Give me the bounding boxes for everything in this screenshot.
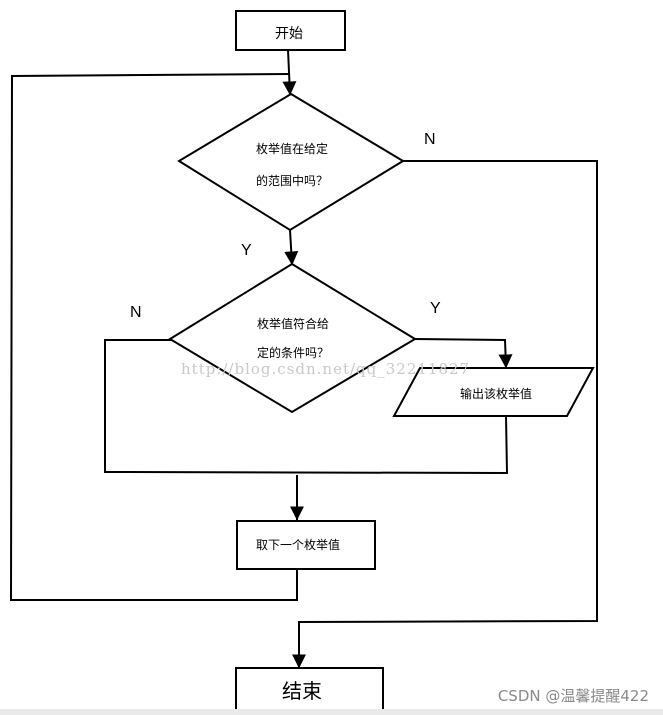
next-node: [236, 520, 376, 570]
watermark-text: http://blog.csdn.net/qq_32211827: [181, 360, 470, 378]
edge-loop-back: [9, 72, 298, 601]
decision1-yes-label: Y: [241, 242, 252, 259]
decision1-label-line2: 的范围中吗？: [256, 173, 328, 188]
decision1-node: [177, 92, 405, 232]
start-node: [235, 10, 346, 51]
credit-text: CSDN @温馨提醒422: [498, 687, 649, 705]
decision2-label-line1: 枚举值符合给: [257, 316, 329, 331]
end-label: 结束: [282, 679, 322, 703]
next-label: 取下一个枚举值: [256, 537, 340, 552]
end-node: [235, 667, 384, 712]
decision1-no-label: N: [424, 131, 436, 148]
decision2-yes-label: Y: [430, 300, 441, 317]
decision1-label-line1: 枚举值在给定: [256, 141, 328, 156]
edge-decision1-yes: [284, 228, 299, 266]
start-label: 开始: [275, 26, 303, 42]
decision2-no-label: N: [130, 304, 142, 321]
edge-decision2-yes: [413, 337, 513, 369]
bottom-scroll-strip: [0, 709, 663, 715]
output-label: 输出该枚举值: [460, 386, 532, 401]
edge-start-to-decision1: [282, 48, 297, 96]
output-node: [392, 367, 595, 417]
decision2-node: [168, 262, 417, 414]
edge-decision1-no: [292, 160, 598, 669]
edge-decision2-no: [104, 339, 509, 475]
decision2-label-line2: 定的条件吗？: [257, 345, 329, 360]
